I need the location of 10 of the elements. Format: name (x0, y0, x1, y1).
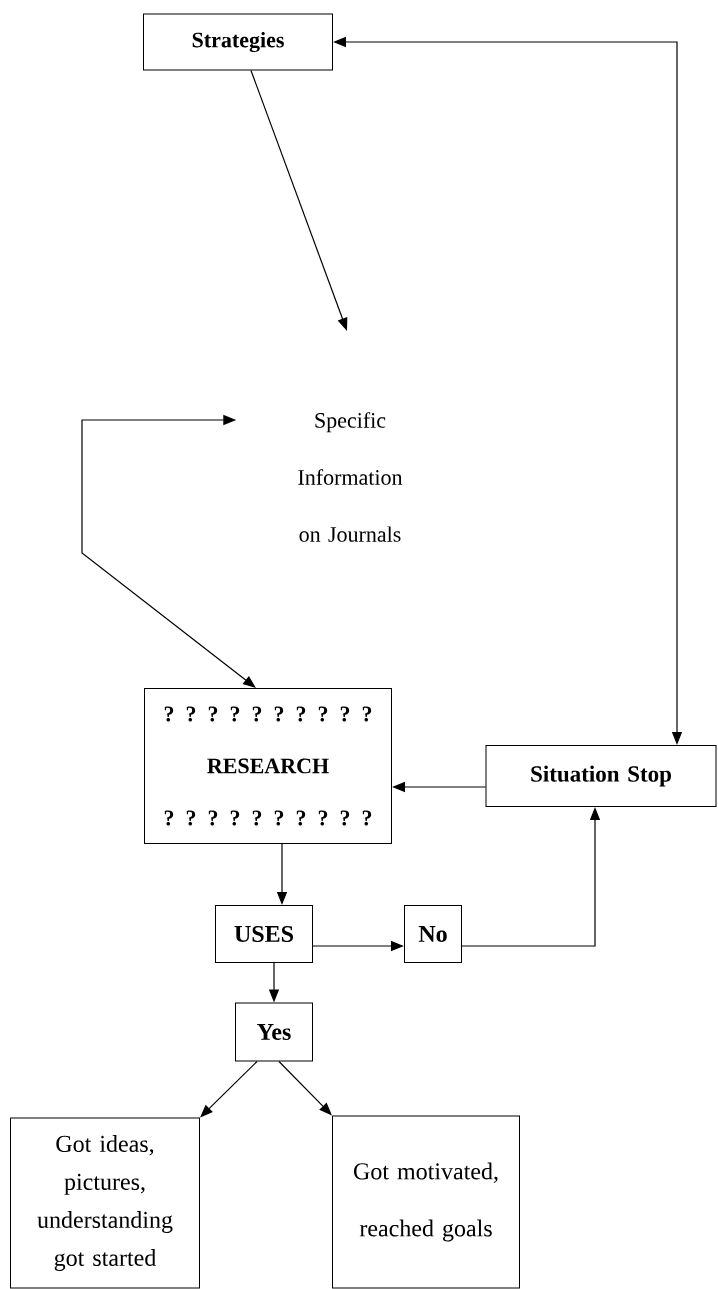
answer-box: No (404, 905, 462, 963)
process-box: Strategies (143, 13, 333, 71)
decision-box: USES (215, 905, 313, 963)
information-text: Specific Information on Journals (298, 412, 403, 542)
outcome-box: Got motivated, reached goals (332, 1115, 520, 1289)
outcome-box: Got ideas, pictures, understanding got started (10, 1117, 200, 1289)
research-box: ? ? ? ? ? ? ? ? ? ? RESEARCH ? ? ? ? ? ? ? ? ? ? (144, 688, 392, 844)
arrow (81, 414, 256, 688)
process-box: Situation Stop (485, 745, 717, 807)
answer-box: Yes (235, 1002, 313, 1062)
